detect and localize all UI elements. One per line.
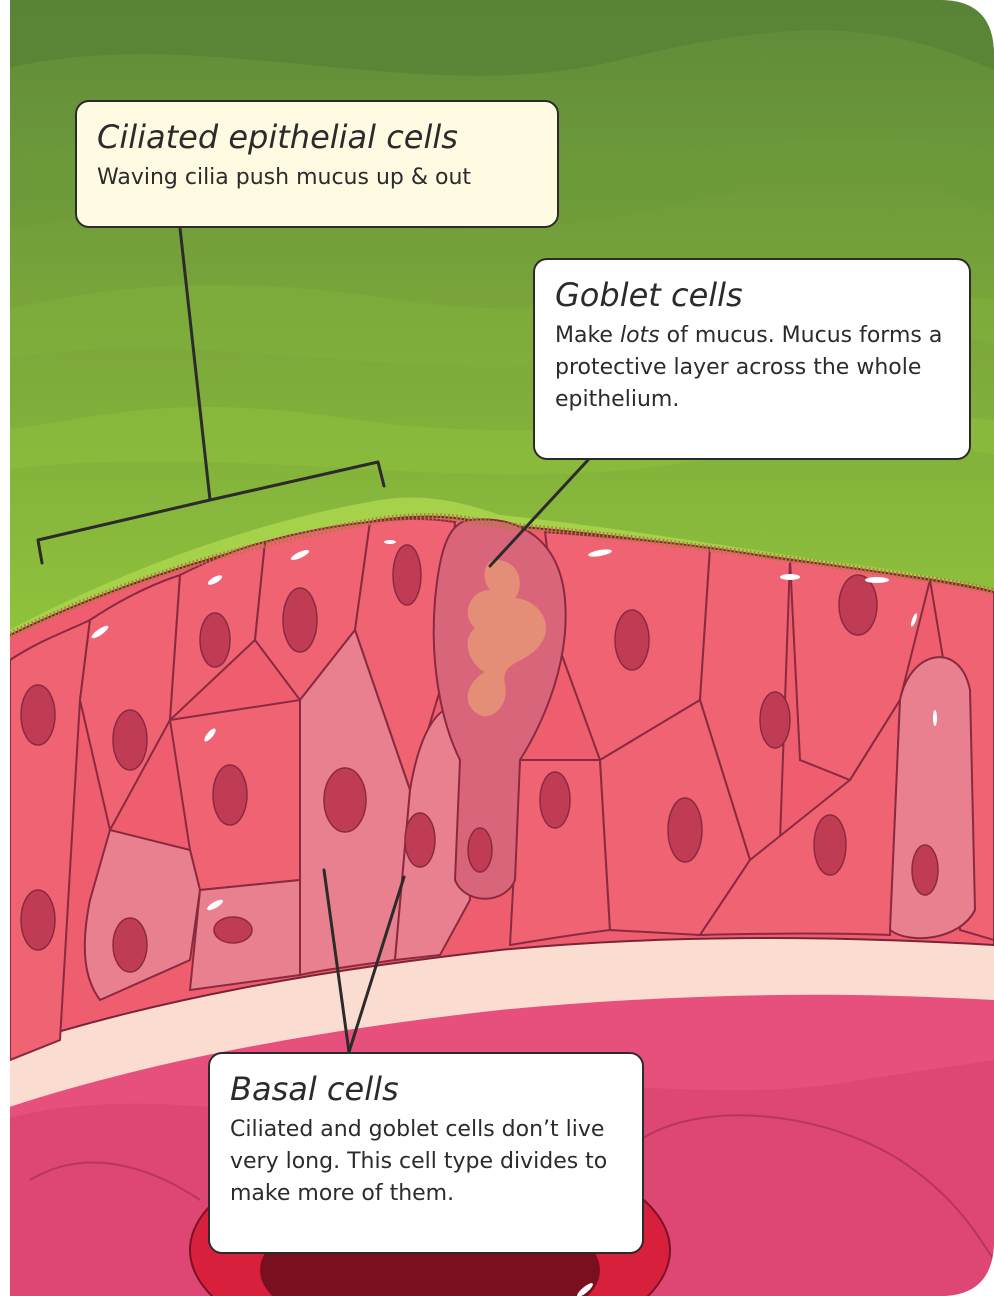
nucleus	[113, 918, 147, 972]
basal-cells-title: Basal cells	[230, 1070, 622, 1108]
ciliated-cells-callout: Ciliated epithelial cells Waving cilia p…	[75, 100, 559, 228]
nucleus	[405, 813, 435, 867]
basal-cells-callout: Basal cells Ciliated and goblet cells do…	[208, 1052, 644, 1254]
nucleus	[21, 890, 55, 950]
nucleus	[200, 613, 230, 667]
nucleus	[468, 828, 492, 872]
goblet-cells-title: Goblet cells	[555, 276, 949, 314]
nucleus	[324, 768, 366, 832]
nucleus	[668, 798, 702, 862]
nucleus	[393, 545, 421, 605]
nucleus	[912, 845, 938, 895]
nucleus	[283, 588, 317, 652]
nucleus	[214, 917, 252, 943]
goblet-cells-description: Make lots of mucus. Mucus forms a protec…	[555, 320, 949, 416]
cell-highlight	[780, 574, 800, 580]
nucleus	[760, 692, 790, 748]
nucleus	[21, 685, 55, 745]
basal-cells-description: Ciliated and goblet cells don’t live ver…	[230, 1114, 622, 1210]
nucleus	[814, 815, 846, 875]
goblet-description-emphasis: lots	[620, 323, 660, 348]
nucleus	[113, 710, 147, 770]
goblet-cells-callout: Goblet cells Make lots of mucus. Mucus f…	[533, 258, 971, 460]
ciliated-cells-description: Waving cilia push mucus up & out	[97, 162, 537, 194]
nucleus	[540, 772, 570, 828]
cell-highlight	[384, 540, 396, 544]
nucleus	[839, 575, 877, 635]
nucleus	[615, 610, 649, 670]
goblet-description-start: Make	[555, 323, 620, 348]
cell-highlight	[933, 710, 937, 726]
basal-cell	[890, 657, 975, 938]
nucleus	[213, 765, 247, 825]
ciliated-cells-title: Ciliated epithelial cells	[97, 118, 537, 156]
cell-highlight	[865, 577, 889, 583]
